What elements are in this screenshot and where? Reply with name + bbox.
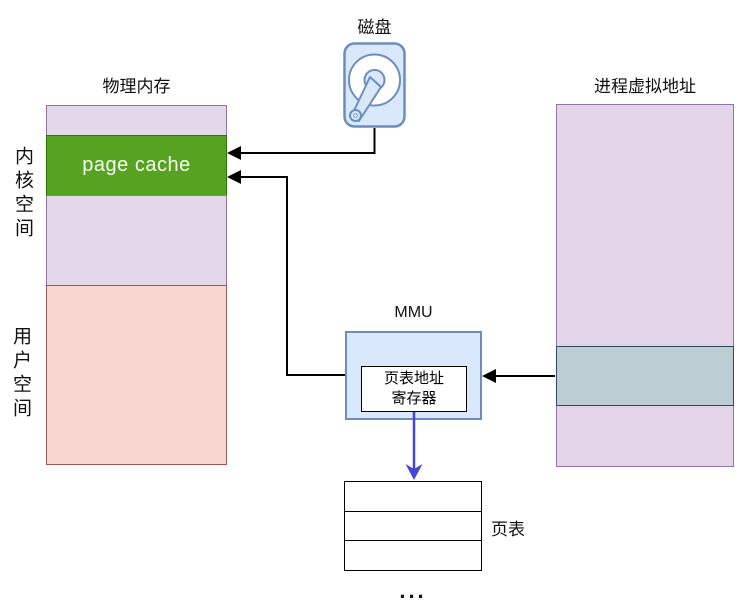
user-space-label: 用户空间 (10, 326, 31, 422)
virtual-page-highlight (556, 346, 734, 406)
register-label-line2: 寄存器 (391, 390, 437, 407)
mmu-title: MMU (394, 304, 433, 321)
virtual-address-title: 进程虚拟地址 (594, 77, 696, 96)
page-table-row (345, 540, 481, 571)
page-table-label: 页表 (491, 520, 525, 539)
page-table-row (345, 482, 481, 511)
page-cache-label: page cache (82, 154, 191, 176)
user-space-segment (46, 285, 227, 465)
physical-memory-title: 物理内存 (102, 77, 171, 96)
page-table-address-register: 页表地址 寄存器 (361, 366, 467, 412)
physical-memory-kernel-lower-segment (46, 195, 227, 286)
virtual-address-space (556, 104, 734, 467)
page-table (344, 481, 482, 571)
page-table-ellipsis: ... (399, 578, 427, 603)
register-label-line1: 页表地址 (383, 370, 444, 387)
page-table-row (345, 510, 481, 541)
page-cache-segment: page cache (46, 135, 227, 196)
hard-disk-icon (343, 42, 406, 128)
disk-label: 磁盘 (357, 18, 392, 37)
kernel-space-label: 内核空间 (12, 146, 33, 242)
physical-memory-kernel-upper-segment (46, 105, 227, 136)
